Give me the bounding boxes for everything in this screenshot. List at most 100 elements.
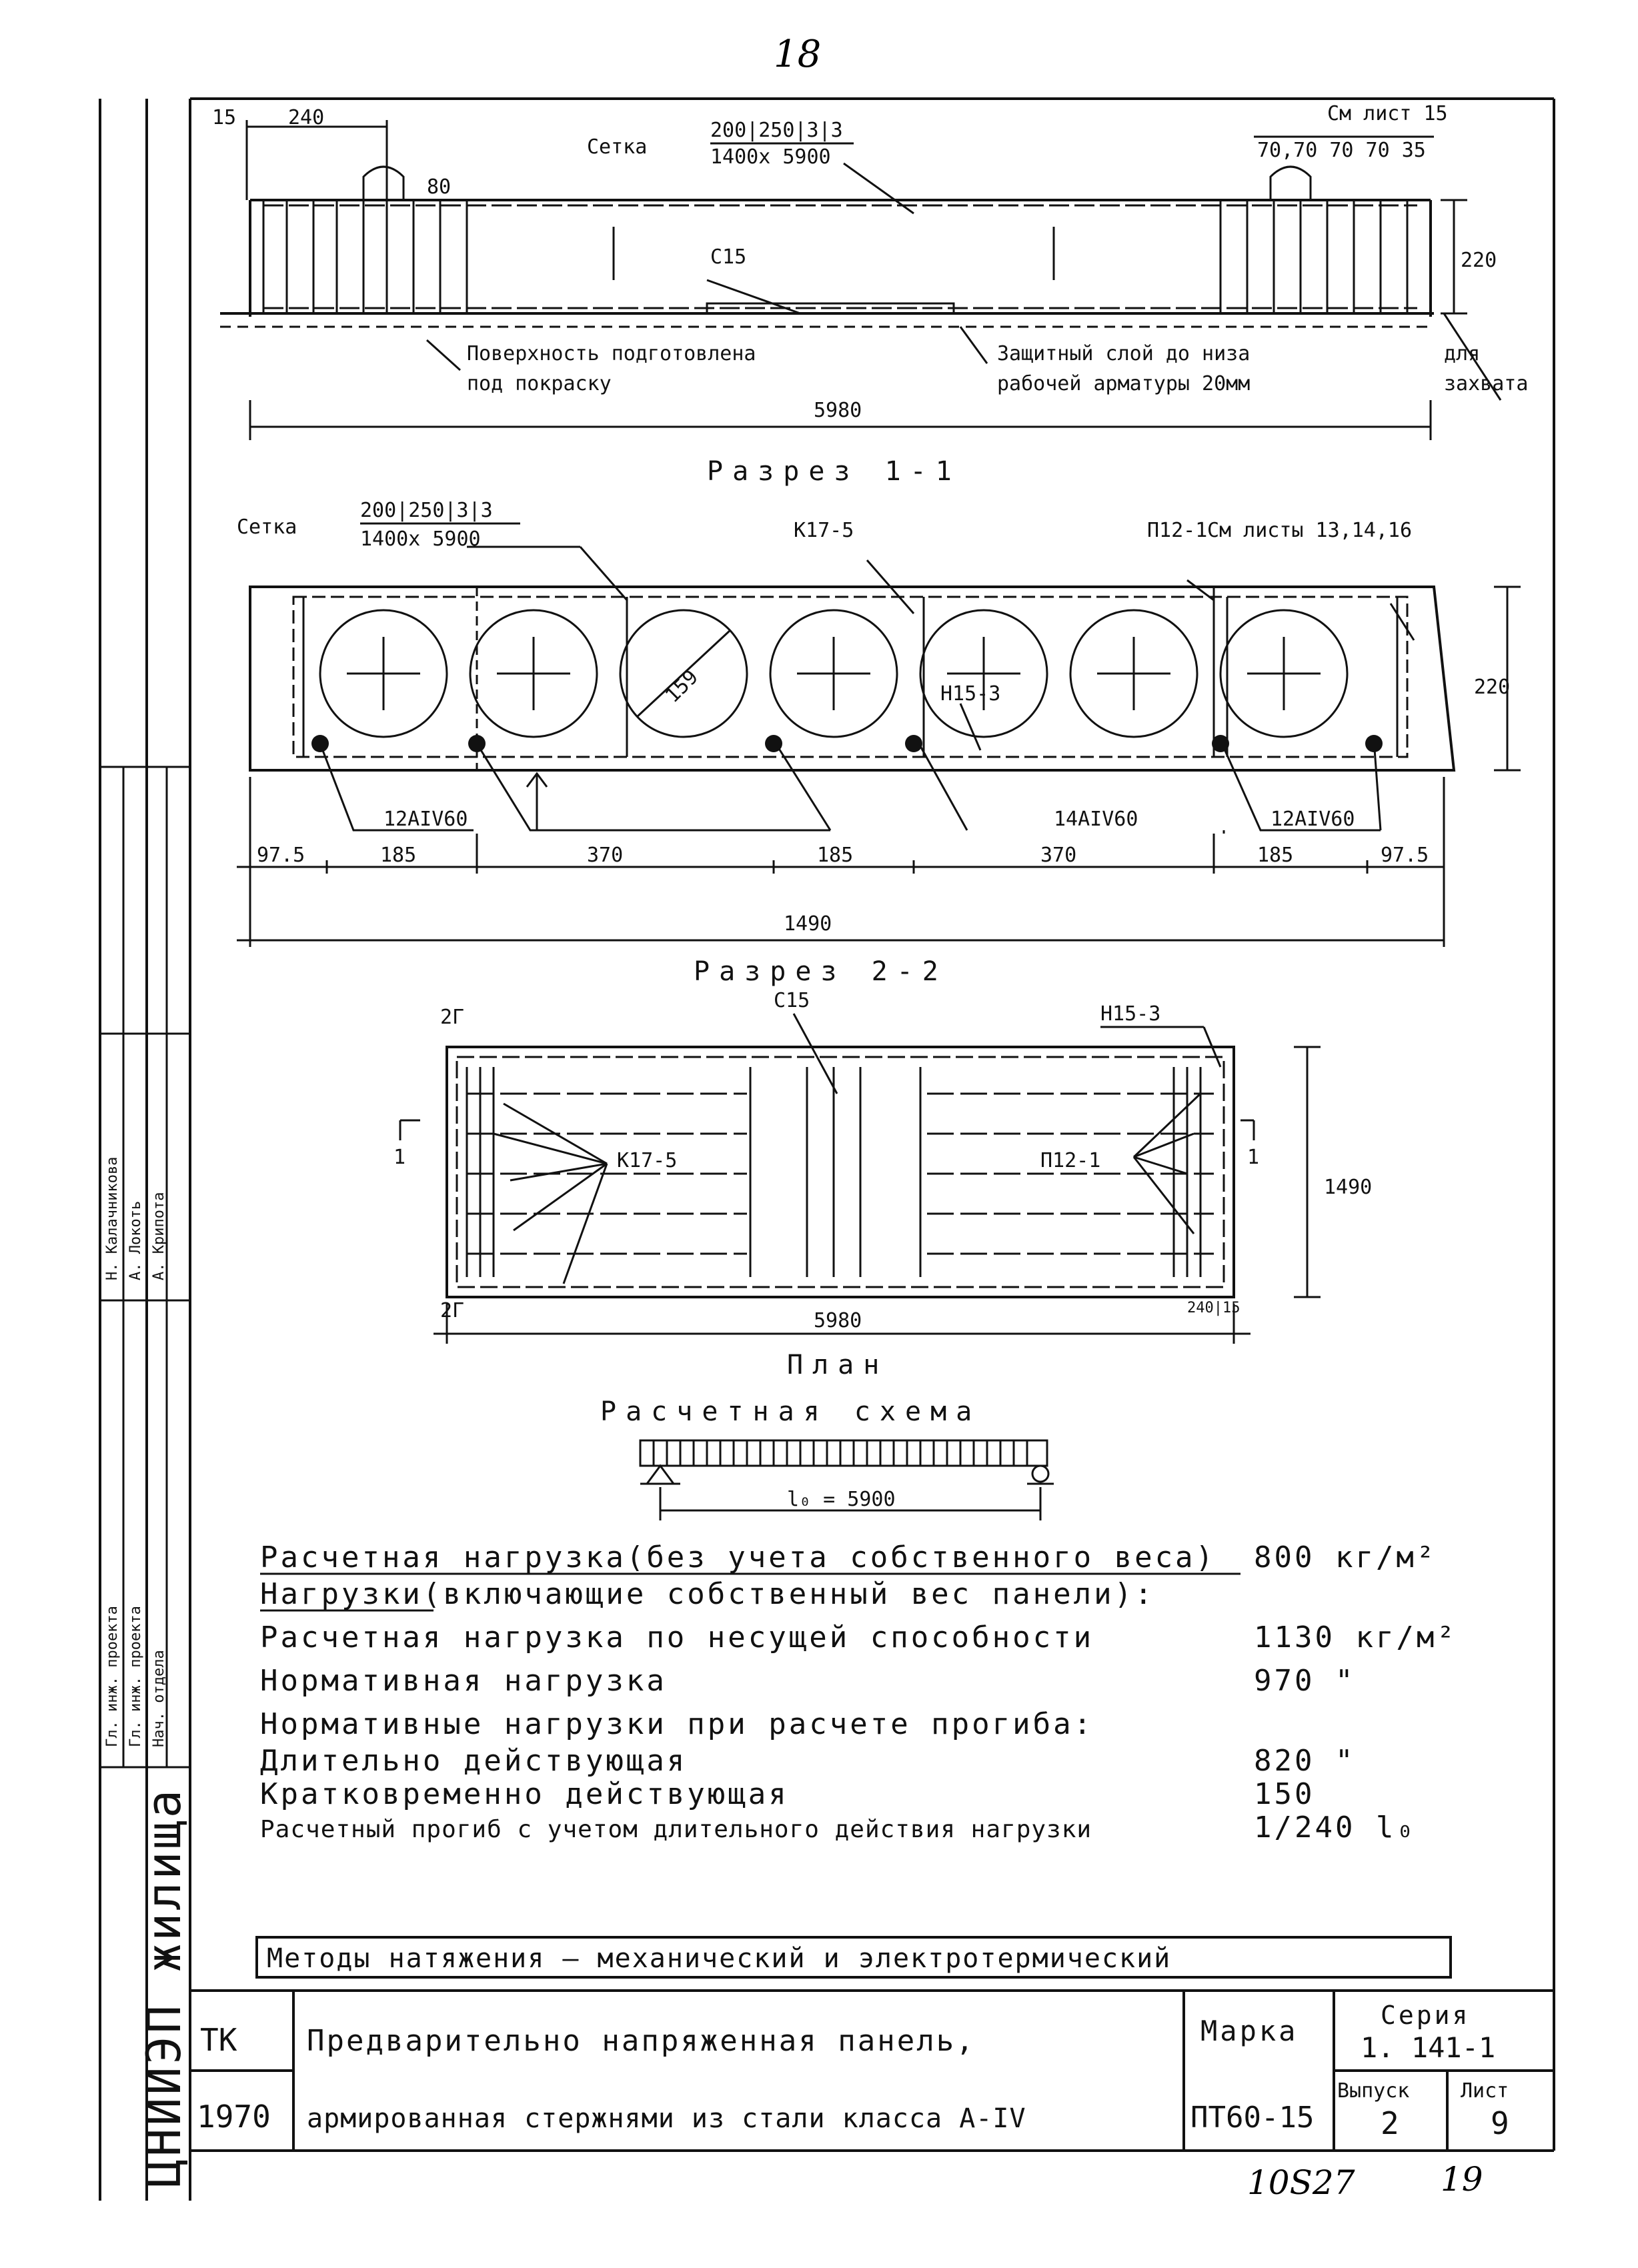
- tb-name-2: армированная стержнями из стали класса А…: [307, 2103, 1026, 2134]
- dim-185-a: 185: [380, 844, 416, 867]
- note-surface-1: Поверхность подготовлена: [467, 342, 756, 365]
- section-2-2-title: Разрез 2-2: [694, 956, 948, 987]
- side-elevation: [220, 120, 1502, 440]
- stamp-org: ЦНИИЭП жилища: [137, 1787, 191, 2187]
- note-cover-1: Защитный слой до низа: [997, 342, 1250, 365]
- load-capacity-value: 1130 кг/м²: [1254, 1620, 1457, 1654]
- rebar-mid-label: 14АIV60: [1054, 808, 1138, 831]
- dim-15: 15: [212, 106, 236, 129]
- hook-dim-80: 80: [427, 175, 451, 199]
- loads-underlines: [260, 1572, 1241, 1612]
- loads-heading: Нагрузки(включающие собственный вес пане…: [260, 1577, 1155, 1611]
- scheme-beam: [639, 1439, 1054, 1520]
- handwritten-sheet: 19: [1441, 2160, 1483, 2199]
- dim-97-5-right: 97.5: [1381, 844, 1429, 867]
- load-deflection-value: 1/240 l₀: [1254, 1811, 1417, 1845]
- p12-label-section: П12-1: [1147, 519, 1207, 542]
- drawing-frame: [99, 97, 1555, 2201]
- tb-marka: ПТ60-15: [1190, 2101, 1314, 2135]
- tb-issue: 2: [1381, 2105, 1399, 2141]
- section-height-220: 220: [1474, 676, 1510, 699]
- cut-mark-right: 1: [1247, 1146, 1259, 1169]
- plan-title: План: [787, 1350, 888, 1380]
- stamp-name-3: А. Крипота: [151, 1192, 167, 1280]
- loads-list: Расчетная нагрузка(без учета собственног…: [260, 1540, 1457, 1845]
- c15-label-elevation: С15: [710, 245, 746, 269]
- load-short-term-value: 150: [1254, 1777, 1315, 1811]
- rebar-dots: [311, 735, 1383, 752]
- mesh-label: Сетка: [587, 135, 647, 159]
- see-sheet-15: См лист 15: [1327, 102, 1448, 125]
- n15-label-plan: Н15-3: [1100, 1002, 1160, 1026]
- plan-width-1490: 1490: [1324, 1176, 1372, 1199]
- plan-view: [399, 1013, 1321, 1344]
- dim-370-b: 370: [1040, 844, 1076, 867]
- cross-section: [237, 545, 1521, 947]
- tb-issue-label: Выпуск: [1337, 2079, 1409, 2103]
- methods-frame: [255, 1936, 1452, 1979]
- rebar-right-label: 12АIV60: [1271, 808, 1355, 831]
- stamp-name-1: Н. Калачникова: [104, 1157, 121, 1280]
- load-design-label: Расчетная нагрузка(без учета собственног…: [260, 1540, 1216, 1574]
- dim-370-a: 370: [587, 844, 623, 867]
- scheme-span: l₀ = 5900: [787, 1488, 896, 1511]
- dim-185-b: 185: [817, 844, 853, 867]
- note-surface-2: под покраску: [467, 372, 612, 395]
- stamp-row-3: Нач. отдела: [151, 1650, 167, 1747]
- section-mesh-label: Сетка: [237, 515, 297, 539]
- k17-label-plan: К17-5: [617, 1149, 677, 1172]
- note-cover-2: рабочей арматуры 20мм: [997, 372, 1250, 395]
- tb-tk: ТК: [200, 2022, 237, 2058]
- rebar-left-label: 12АIV60: [383, 808, 468, 831]
- k17-label-section: К17-5: [794, 519, 854, 542]
- plan-small-dims: 240|15: [1187, 1300, 1240, 1316]
- load-long-term-value: 820 ": [1254, 1744, 1355, 1778]
- height-dim-220: 220: [1461, 249, 1497, 272]
- tb-sheet-label: Лист: [1461, 2079, 1509, 2103]
- load-normative-label: Нормативная нагрузка: [260, 1664, 667, 1698]
- tb-sheet: 9: [1491, 2105, 1509, 2141]
- dim-185-c: 185: [1257, 844, 1293, 867]
- handwritten-code: 10S27: [1247, 2163, 1355, 2202]
- load-short-term-label: Кратковременно действующая: [260, 1777, 789, 1811]
- cut-mark-left: 1: [393, 1146, 405, 1169]
- tb-name-1: Предварительно напряженная панель,: [307, 2024, 976, 2058]
- dim-240: 240: [288, 106, 324, 129]
- mesh-spec-top: 200|250|3|3: [710, 119, 843, 142]
- c15-label-plan: С15: [774, 989, 810, 1012]
- load-normative-value: 970 ": [1254, 1664, 1355, 1698]
- load-deflection-heading: Нормативные нагрузки при расчете прогиба…: [260, 1707, 1094, 1741]
- note-grip-2: захвата: [1444, 372, 1528, 395]
- section-1-1-title: Разрез 1-1: [707, 456, 961, 487]
- title-block: [190, 1989, 1554, 2152]
- page-number-handwritten: 18: [774, 33, 821, 76]
- section-total-1490: 1490: [784, 912, 832, 936]
- tb-series: 1. 141-1: [1361, 2031, 1495, 2064]
- n15-label-section: Н15-3: [940, 682, 1000, 706]
- load-capacity-label: Расчетная нагрузка по несущей способност…: [260, 1620, 1094, 1654]
- note-grip-1: для: [1444, 342, 1480, 365]
- length-dim-5980: 5980: [814, 399, 862, 422]
- scheme-title: Расчетная схема: [600, 1396, 981, 1427]
- plan-mark-bottom-left: 2Г: [440, 1299, 464, 1322]
- plan-mark-top-left: 2Г: [440, 1006, 464, 1029]
- plan-length-5980: 5980: [814, 1309, 862, 1332]
- void-diameter-159: 159: [661, 666, 703, 708]
- dim-97-5-left: 97.5: [257, 844, 305, 867]
- stamp-row-1: Гл. инж. проекта: [104, 1606, 121, 1747]
- tb-year: 1970: [197, 2099, 271, 2135]
- load-deflection-label: Расчетный прогиб с учетом длительного де…: [260, 1816, 1092, 1843]
- right-dims: 70,70 70 70 35: [1257, 139, 1426, 162]
- load-design-value: 800 кг/м²: [1254, 1540, 1437, 1574]
- tb-marka-label: Марка: [1200, 2015, 1298, 2047]
- see-sheets-label: См листы 13,14,16: [1207, 519, 1412, 542]
- tension-methods: Методы натяжения — механический и электр…: [267, 1943, 1171, 1974]
- section-mesh-spec-top: 200|250|3|3: [360, 499, 493, 522]
- stamp-name-2: А. Локоть: [127, 1201, 144, 1280]
- mesh-spec-bottom: 1400x 5900: [710, 145, 831, 169]
- section-mesh-spec-bottom: 1400x 5900: [360, 527, 481, 551]
- load-long-term-label: Длительно действующая: [260, 1744, 687, 1778]
- tb-series-label: Серия: [1381, 2001, 1470, 2030]
- p12-label-plan: П12-1: [1040, 1149, 1100, 1172]
- stamp-row-2: Гл. инж. проекта: [127, 1606, 144, 1747]
